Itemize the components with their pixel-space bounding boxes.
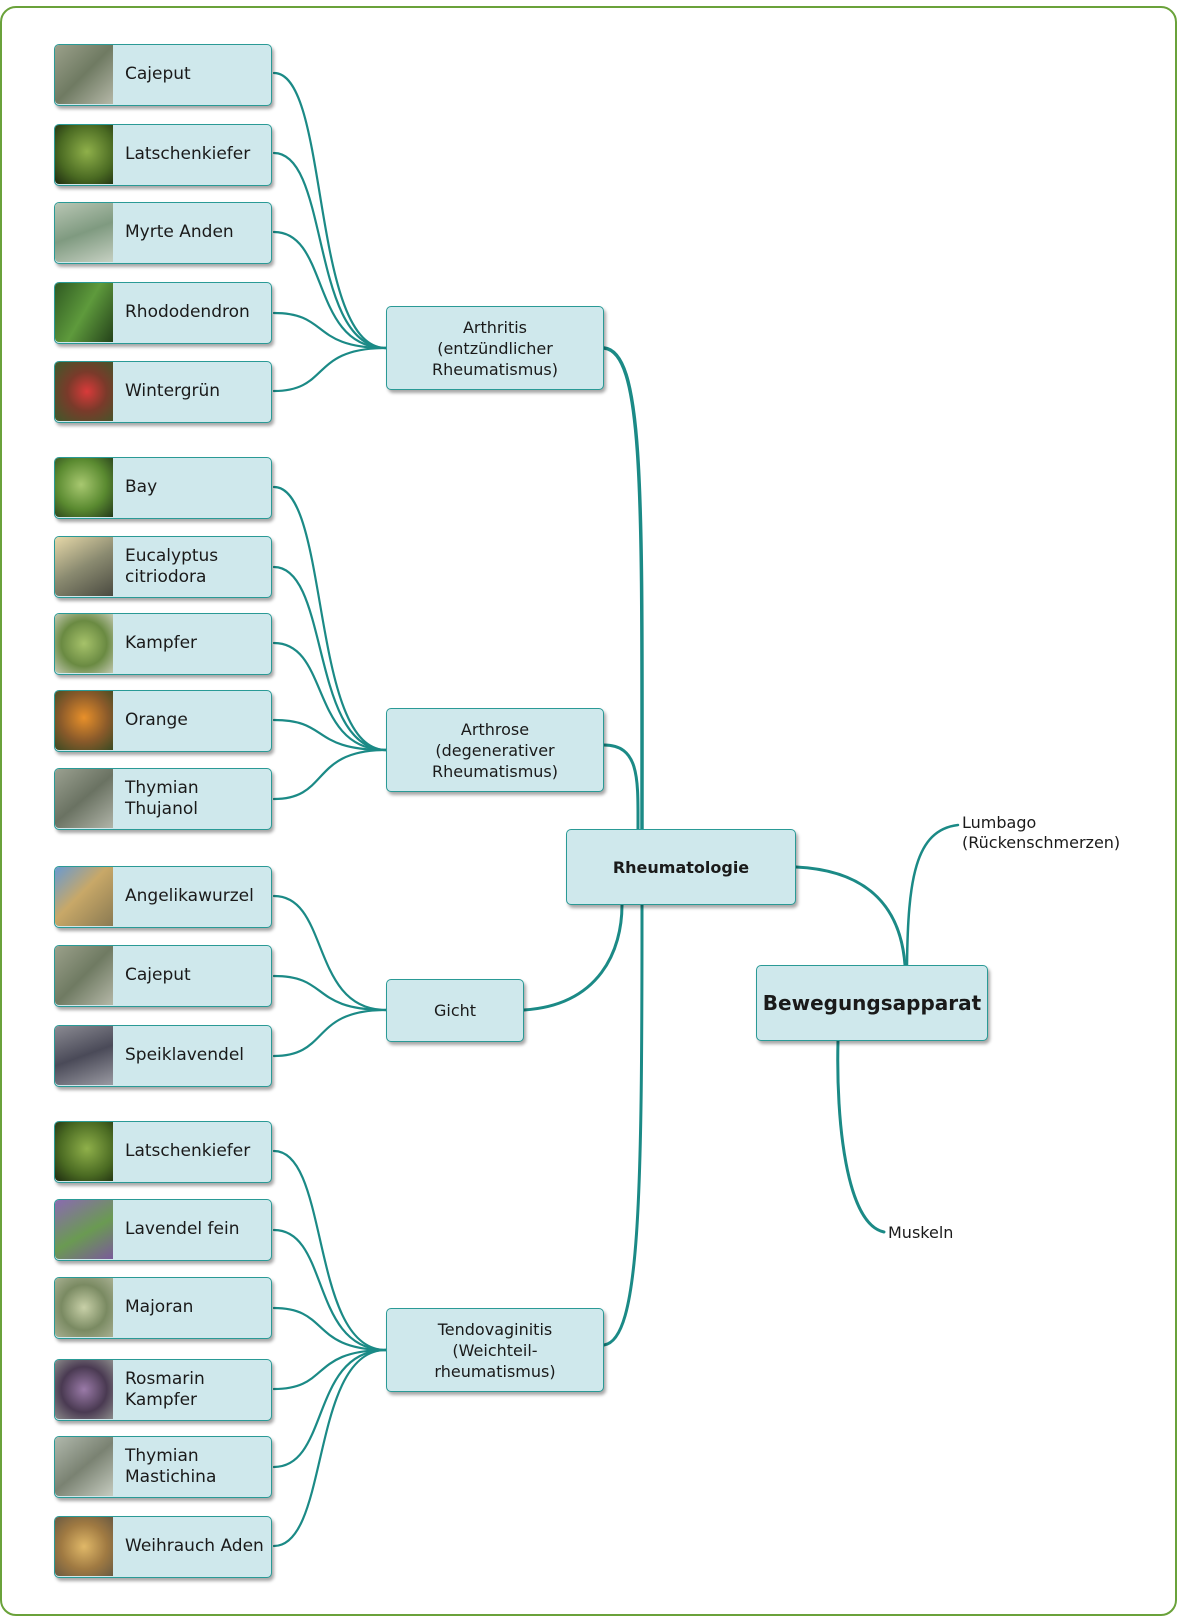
leaf-label: Lavendel fein	[125, 1219, 240, 1239]
connector-arthritis-hub	[602, 346, 644, 831]
leaf-gicht-2: Cajeput	[54, 945, 272, 1007]
connector-leaf-3-2	[272, 1306, 388, 1352]
category-tendovaginitis: Tendovaginitis (Weichteil- rheumatismus)	[386, 1308, 604, 1392]
leaf-label: Thymian Thujanol	[125, 777, 199, 819]
leaf-arthritis-3: Myrte Anden	[54, 202, 272, 264]
angelikawurzel-photo-icon	[55, 867, 113, 926]
kampfer-photo-icon	[55, 614, 113, 673]
wintergruen-photo-icon	[55, 362, 113, 421]
leaf-label: Thymian Mastichina	[125, 1445, 217, 1487]
category-gicht: Gicht	[386, 979, 524, 1042]
leaf-tendovaginitis-1: Latschenkiefer	[54, 1121, 272, 1183]
leaf-arthrose-1: Bay	[54, 457, 272, 519]
connector-leaf-0-0	[272, 71, 388, 350]
connector-leaf-3-3	[272, 1348, 388, 1391]
connector-leaf-0-4	[272, 346, 388, 393]
hub-node: Rheumatologie	[566, 829, 796, 905]
leaf-label: Latschenkiefer	[125, 1141, 251, 1161]
leaf-arthrose-4: Orange	[54, 690, 272, 752]
leaf-arthritis-1: Cajeput	[54, 44, 272, 106]
connector-leaf-0-3	[272, 311, 388, 350]
leaf-arthrose-3: Kampfer	[54, 613, 272, 675]
connector-tendovaginitis-hub	[602, 903, 644, 1347]
connector-root-muskeln	[836, 1039, 886, 1234]
leaf-tendovaginitis-2: Lavendel fein	[54, 1199, 272, 1261]
latschenkiefer-photo-icon	[55, 125, 113, 184]
root-node: Bewegungsapparat	[756, 965, 988, 1041]
leaf-label: Kampfer	[125, 633, 198, 653]
connector-leaf-1-0	[272, 485, 388, 752]
connector-leaf-0-1	[272, 151, 388, 350]
leaf-label: Speiklavendel	[125, 1045, 245, 1065]
leaf-arthrose-5: Thymian Thujanol	[54, 768, 272, 830]
connector-root-lumbago	[905, 823, 960, 967]
connector-leaf-2-2	[272, 1008, 388, 1058]
connector-leaf-3-0	[272, 1149, 388, 1352]
connector-leaf-0-2	[272, 230, 388, 350]
category-arthritis: Arthritis (entzündlicher Rheumatismus)	[386, 306, 604, 390]
leaf-label: Rhododendron	[125, 302, 250, 322]
orange-photo-icon	[55, 691, 113, 750]
leaf-arthrose-2: Eucalyptus citriodora	[54, 536, 272, 598]
leaf-tendovaginitis-4: Rosmarin Kampfer	[54, 1359, 272, 1421]
leaf-gicht-3: Speiklavendel	[54, 1025, 272, 1087]
rhododendron-photo-icon	[55, 283, 113, 342]
leaf-tendovaginitis-6: Weihrauch Aden	[54, 1516, 272, 1578]
leaf-label: Angelikawurzel	[125, 886, 254, 906]
connector-leaf-1-3	[272, 718, 388, 752]
rosmarin-photo-icon	[55, 1360, 113, 1419]
leaf-label: Eucalyptus citriodora	[125, 545, 219, 587]
leaf-label: Latschenkiefer	[125, 144, 251, 164]
connector-leaf-2-1	[272, 974, 388, 1012]
connector-hub-root	[794, 865, 907, 967]
leaf-label: Rosmarin Kampfer	[125, 1368, 205, 1410]
weihrauch-photo-icon	[55, 1517, 113, 1576]
bay-photo-icon	[55, 458, 113, 517]
leaf-label: Cajeput	[125, 64, 191, 84]
connector-leaf-1-4	[272, 748, 388, 801]
lavendel-photo-icon	[55, 1200, 113, 1259]
branch-lumbago: Lumbago (Rückenschmerzen)	[962, 813, 1121, 852]
leaf-label: Bay	[125, 477, 158, 497]
eucalyptus-photo-icon	[55, 537, 113, 596]
leaf-tendovaginitis-5: Thymian Mastichina	[54, 1436, 272, 1498]
category-arthrose: Arthrose (degenerativer Rheumatismus)	[386, 708, 604, 792]
leaf-label: Myrte Anden	[125, 222, 234, 242]
thymian-photo-icon	[55, 769, 113, 828]
speiklavendel-photo-icon	[55, 1026, 113, 1085]
leaf-label: Majoran	[125, 1297, 194, 1317]
connector-arthrose-hub	[602, 743, 640, 831]
thymian-mastichina-photo-icon	[55, 1437, 113, 1496]
leaf-arthritis-5: Wintergrün	[54, 361, 272, 423]
connector-leaf-3-5	[272, 1348, 388, 1548]
leaf-label: Orange	[125, 710, 188, 730]
leaf-label: Cajeput	[125, 965, 191, 985]
branch-muskeln: Muskeln	[888, 1223, 954, 1242]
leaf-label: Weihrauch Aden	[125, 1536, 264, 1556]
majoran-photo-icon	[55, 1278, 113, 1337]
connector-leaf-3-1	[272, 1228, 388, 1352]
connector-leaf-1-2	[272, 641, 388, 752]
latschenkiefer-photo-icon	[55, 1122, 113, 1181]
cajeput-photo-icon	[55, 45, 113, 104]
connector-leaf-3-4	[272, 1348, 388, 1469]
leaf-arthritis-2: Latschenkiefer	[54, 124, 272, 186]
connector-gicht-hub	[522, 903, 624, 1012]
connector-leaf-2-0	[272, 894, 388, 1012]
leaf-label: Wintergrün	[125, 381, 221, 401]
cajeput-photo-icon	[55, 946, 113, 1005]
leaf-gicht-1: Angelikawurzel	[54, 866, 272, 928]
myrte-anden-photo-icon	[55, 203, 113, 262]
leaf-tendovaginitis-3: Majoran	[54, 1277, 272, 1339]
connector-leaf-1-1	[272, 565, 388, 752]
leaf-arthritis-4: Rhododendron	[54, 282, 272, 344]
